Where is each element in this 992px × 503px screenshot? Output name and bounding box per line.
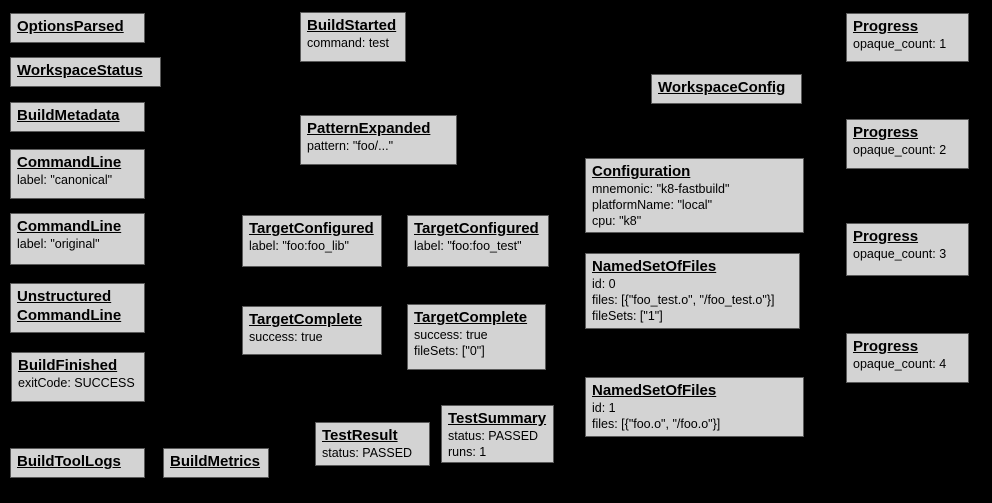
node-field: platformName: "local": [592, 198, 713, 212]
node-title: TargetConfigured: [249, 220, 374, 237]
node-target-configured-foo-test: TargetConfigured label: "foo:foo_test": [407, 215, 549, 267]
node-title: BuildMetrics: [170, 453, 261, 470]
node-field: opaque_count: 2: [853, 143, 947, 157]
node-target-complete-foo-test: TargetComplete success: true fileSets: […: [407, 304, 546, 370]
node-configuration: Configuration mnemonic: "k8-fastbuild" p…: [585, 158, 804, 233]
node-field: success: true: [249, 330, 323, 344]
node-title: CommandLine: [17, 154, 122, 171]
node-field: files: [{"foo.o", "/foo.o"}]: [592, 417, 721, 431]
node-title: WorkspaceConfig: [658, 79, 786, 96]
node-command-line-canonical: CommandLine label: "canonical": [10, 149, 145, 199]
node-progress-1: Progress opaque_count: 1: [846, 13, 969, 62]
node-field: label: "foo:foo_test": [414, 239, 522, 253]
node-named-set-of-files-1: NamedSetOfFiles id: 1 files: [{"foo.o", …: [585, 377, 804, 437]
node-build-finished: BuildFinished exitCode: SUCCESS: [11, 352, 145, 402]
node-field: fileSets: ["1"]: [592, 309, 663, 323]
node-build-tool-logs: BuildToolLogs: [10, 448, 145, 478]
node-title: TargetComplete: [249, 311, 363, 328]
node-test-result: TestResult status: PASSED: [315, 422, 430, 466]
node-target-complete-foo-lib: TargetComplete success: true: [242, 306, 382, 355]
node-build-metadata: BuildMetadata: [10, 102, 145, 132]
node-field: label: "foo:foo_lib": [249, 239, 349, 253]
node-field: success: true: [414, 328, 488, 342]
node-title: CommandLine: [17, 307, 122, 324]
node-title: CommandLine: [17, 218, 122, 235]
node-field: label: "canonical": [17, 173, 113, 187]
node-field: mnemonic: "k8-fastbuild": [592, 182, 730, 196]
node-named-set-of-files-0: NamedSetOfFiles id: 0 files: [{"foo_test…: [585, 253, 800, 329]
node-title: Progress: [853, 124, 919, 141]
node-field: opaque_count: 1: [853, 37, 947, 51]
node-title: WorkspaceStatus: [17, 62, 143, 79]
node-title: BuildFinished: [18, 357, 118, 374]
node-target-configured-foo-lib: TargetConfigured label: "foo:foo_lib": [242, 215, 382, 267]
node-title: OptionsParsed: [17, 18, 124, 35]
node-title: BuildToolLogs: [17, 453, 121, 470]
node-unstructured-command-line: Unstructured CommandLine: [10, 283, 145, 333]
node-build-metrics: BuildMetrics: [163, 448, 269, 478]
node-options-parsed: OptionsParsed: [10, 13, 145, 43]
node-build-started: BuildStarted command: test: [300, 12, 406, 62]
node-field: exitCode: SUCCESS: [18, 376, 135, 390]
node-title: TestResult: [322, 427, 398, 444]
node-title: PatternExpanded: [307, 120, 431, 137]
node-title: BuildMetadata: [17, 107, 120, 124]
node-pattern-expanded: PatternExpanded pattern: "foo/...": [300, 115, 457, 165]
node-test-summary: TestSummary status: PASSED runs: 1: [441, 405, 554, 463]
node-title: Progress: [853, 338, 919, 355]
node-title: Configuration: [592, 163, 691, 180]
node-title: Unstructured: [17, 288, 112, 305]
node-progress-3: Progress opaque_count: 3: [846, 223, 969, 276]
node-field: pattern: "foo/...": [307, 139, 394, 153]
node-field: opaque_count: 4: [853, 357, 947, 371]
node-progress-2: Progress opaque_count: 2: [846, 119, 969, 169]
node-field: label: "original": [17, 237, 100, 251]
node-command-line-original: CommandLine label: "original": [10, 213, 145, 265]
node-field: cpu: "k8": [592, 214, 642, 228]
node-title: Progress: [853, 228, 919, 245]
node-field: id: 0: [592, 277, 616, 291]
node-title: TargetConfigured: [414, 220, 539, 237]
node-title: Progress: [853, 18, 919, 35]
node-field: status: PASSED: [322, 446, 413, 460]
node-title: TargetComplete: [414, 309, 528, 326]
node-field: runs: 1: [448, 445, 487, 459]
node-progress-4: Progress opaque_count: 4: [846, 333, 969, 383]
node-title: NamedSetOfFiles: [592, 258, 717, 275]
node-title: NamedSetOfFiles: [592, 382, 717, 399]
node-title: TestSummary: [448, 410, 547, 427]
node-field: command: test: [307, 36, 389, 50]
node-field: opaque_count: 3: [853, 247, 947, 261]
node-workspace-status: WorkspaceStatus: [10, 57, 161, 87]
node-field: status: PASSED: [448, 429, 539, 443]
node-field: fileSets: ["0"]: [414, 344, 485, 358]
node-workspace-config: WorkspaceConfig: [651, 74, 802, 104]
node-field: files: [{"foo_test.o", "/foo_test.o"}]: [592, 293, 775, 307]
node-title: BuildStarted: [307, 17, 397, 34]
node-field: id: 1: [592, 401, 616, 415]
